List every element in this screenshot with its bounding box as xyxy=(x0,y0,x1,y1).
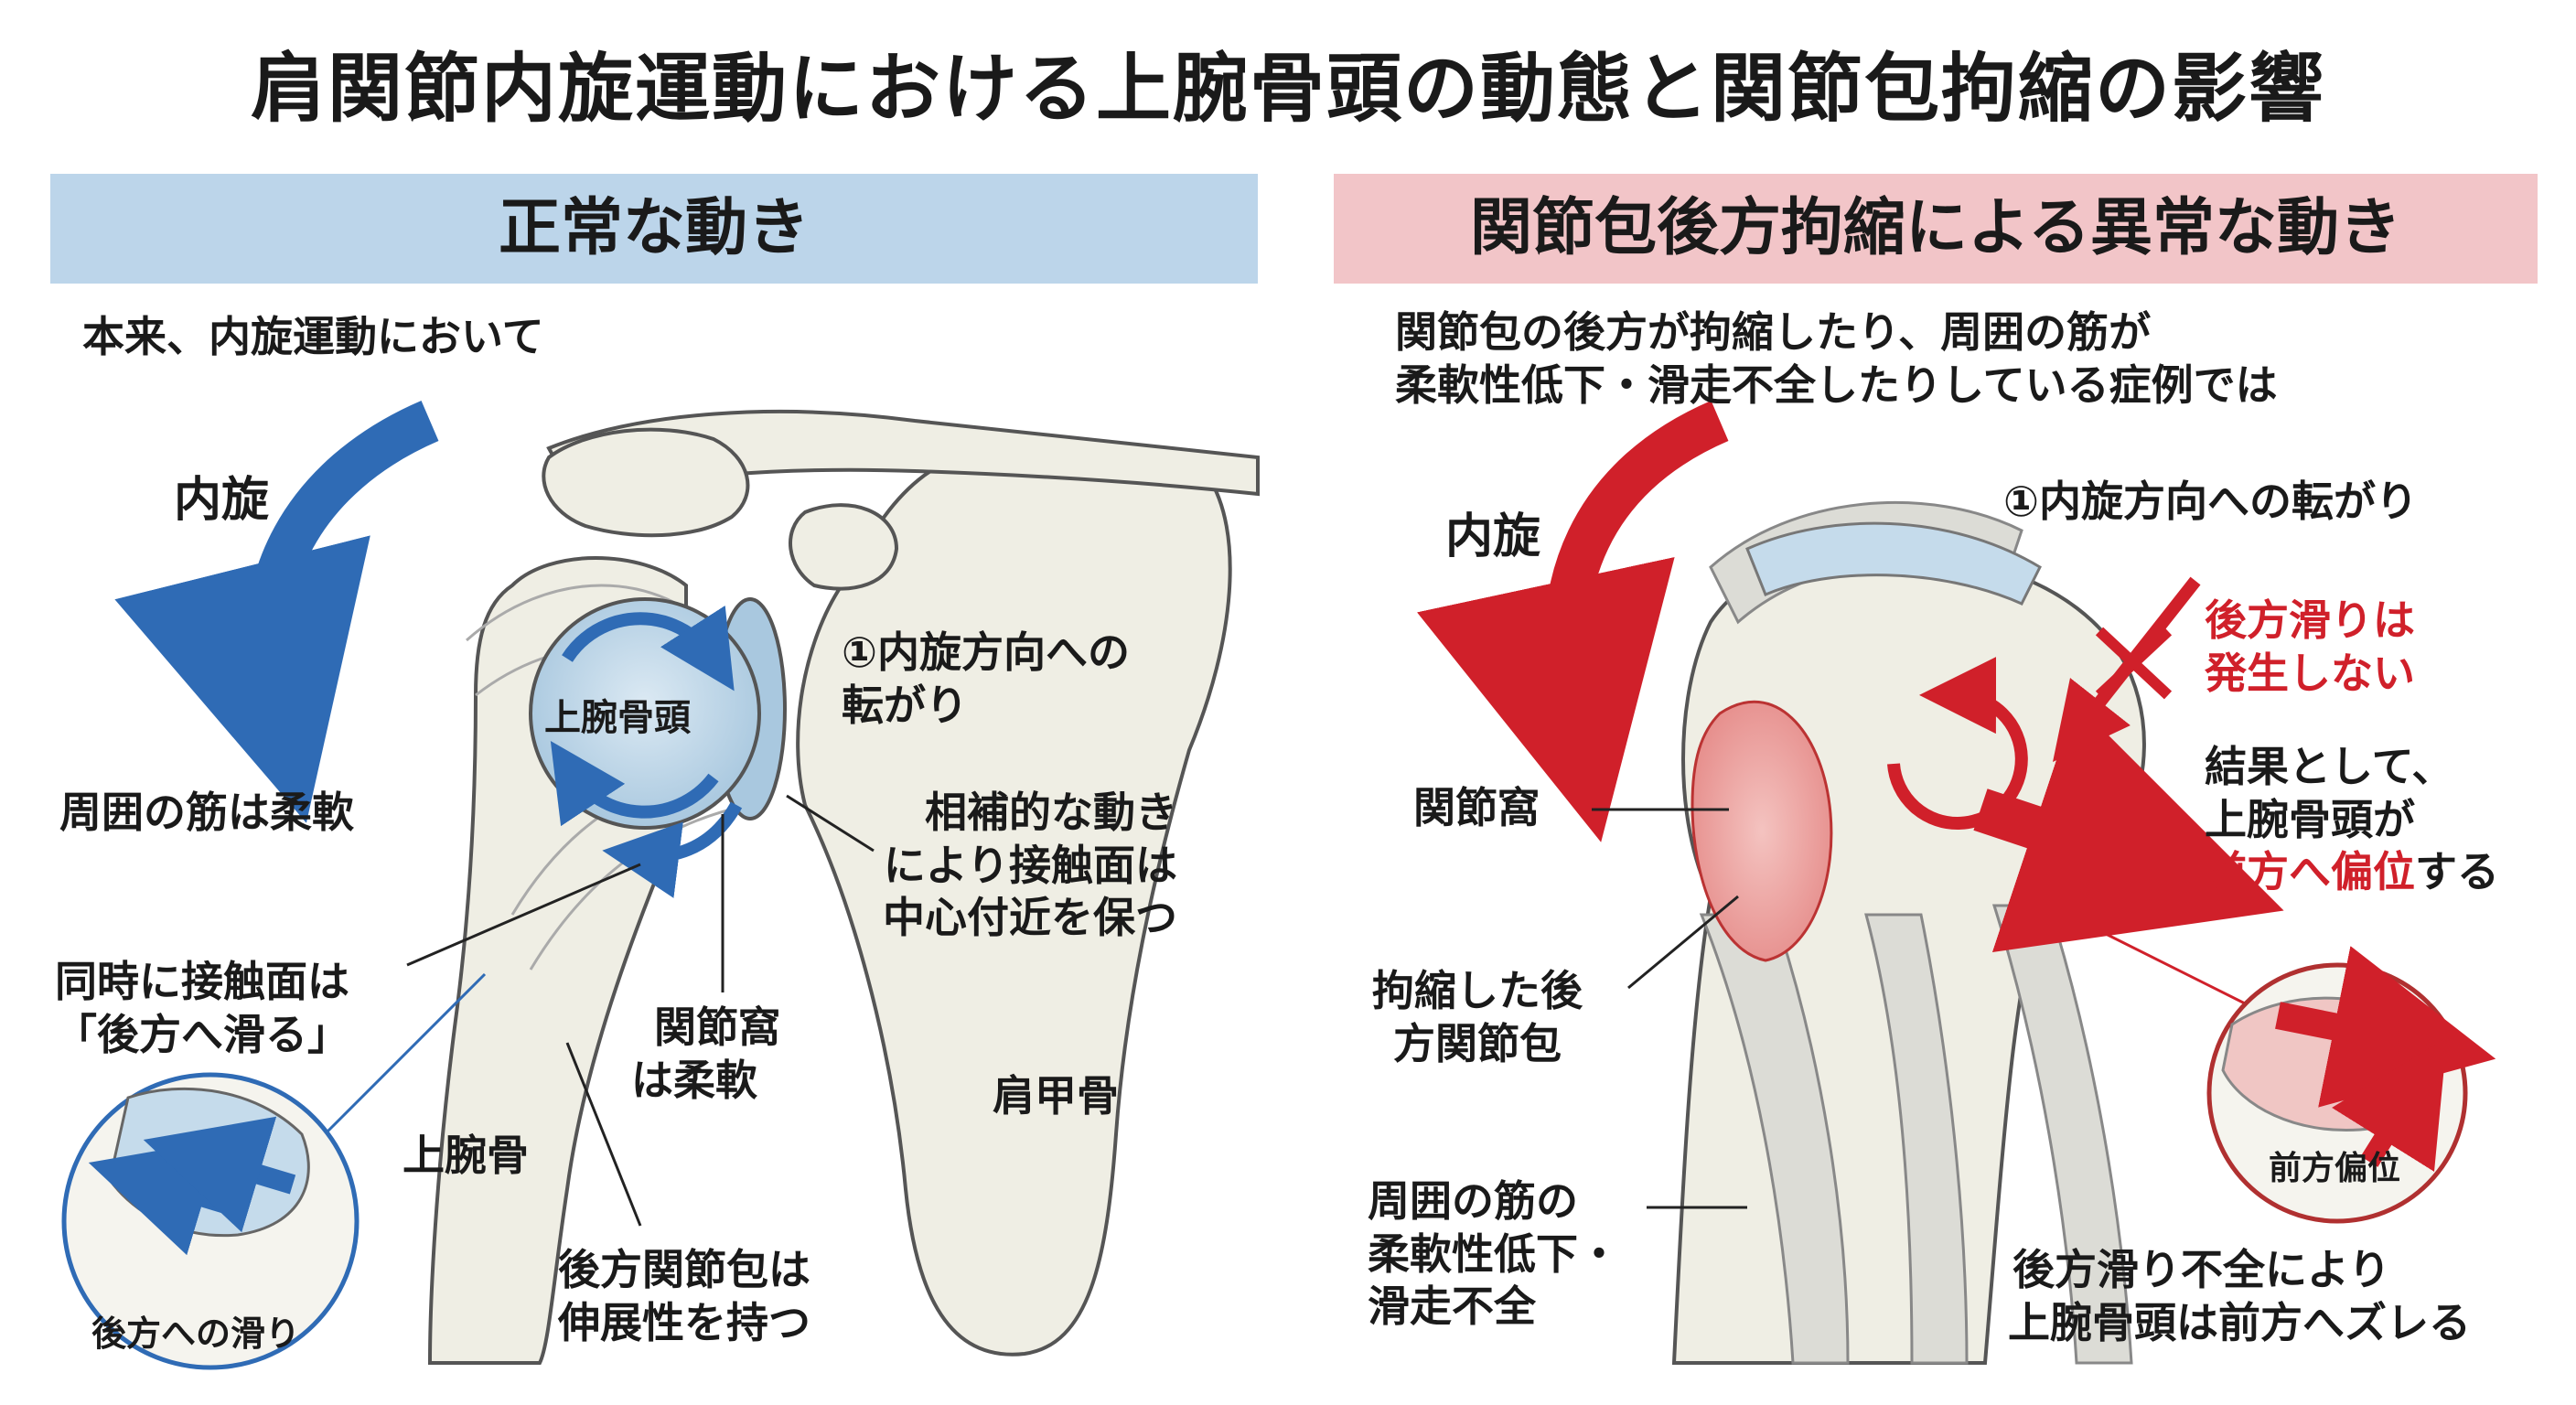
glenoid-line1: 関節窩 xyxy=(654,1003,780,1052)
no-glide-line2: 発生しない xyxy=(2205,648,2415,698)
capsule-line1: 後方関節包は xyxy=(558,1245,810,1294)
normal-intro: 本来、内旋運動において xyxy=(82,312,544,361)
no-posterior-glide-label: 後方滑りは 発生しない xyxy=(2205,595,2415,700)
right-internal-rotation-arrow xyxy=(1417,400,1729,842)
humerus-label: 上腕骨 xyxy=(402,1131,529,1180)
abnormal-internal-rotation-label: 内旋 xyxy=(1445,509,1541,564)
normal-internal-rotation-label: 内旋 xyxy=(174,473,270,528)
conclusion-line2: 上腕骨頭は前方へズレる xyxy=(2008,1297,2471,1347)
contracted-capsule-label: 拘縮した後 方関節包 xyxy=(1372,965,1583,1070)
conclusion-line1: 後方滑り不全により xyxy=(2012,1245,2391,1294)
result-line3-rest: する xyxy=(2415,847,2499,896)
complementary-line3: 中心付近を保つ xyxy=(883,893,1177,942)
contracted-line1: 拘縮した後 xyxy=(1372,966,1583,1015)
muscles-line3: 滑走不全 xyxy=(1368,1282,1536,1331)
complementary-line2: により接触面は xyxy=(883,840,1177,890)
right-leader-lines xyxy=(1592,808,2251,1209)
posterior-capsule-label: 後方関節包は 伸展性を持つ xyxy=(558,1244,810,1349)
muscles-line2: 柔軟性低下・ xyxy=(1368,1228,1620,1279)
normal-rolling-line1: ①内旋方向への xyxy=(842,627,1130,677)
normal-banner: 正常な動き xyxy=(50,174,1258,284)
left-internal-rotation-arrow xyxy=(114,400,439,823)
right-muscle-bands xyxy=(1699,500,2133,1365)
left-leader-lines xyxy=(323,794,875,1227)
right-inset-detail xyxy=(2206,946,2496,1224)
abnormal-glenoid-label: 関節窩 xyxy=(1413,783,1540,832)
muscles-line1: 周囲の筋の xyxy=(1368,1176,1578,1226)
scapula-label: 肩甲骨 xyxy=(993,1071,1119,1121)
normal-rolling-label: ①内旋方向への 転がり xyxy=(842,627,1130,732)
contact-line1: 同時に接触面は xyxy=(55,957,349,1006)
result-line3-red: 前方へ偏位 xyxy=(2205,847,2415,896)
complementary-motion-label: 相補的な動き により接触面は 中心付近を保つ xyxy=(883,787,1177,945)
contracted-line2: 方関節包 xyxy=(1393,1018,1562,1068)
humeral-head-label: 上腕骨頭 xyxy=(544,697,691,739)
abnormal-intro: 関節包の後方が拘縮したり、周囲の筋が 柔軟性低下・滑走不全したりしている症例では xyxy=(1395,306,2278,412)
left-scapula-bone xyxy=(542,410,1260,1357)
result-line2: 上腕骨頭が xyxy=(2205,794,2415,844)
abnormal-inset-caption: 前方偏位 xyxy=(2269,1150,2401,1187)
normal-inset-caption: 後方への滑り xyxy=(91,1314,301,1354)
left-inset-detail xyxy=(61,1072,360,1370)
normal-rolling-line2: 転がり xyxy=(842,680,968,730)
result-line1: 結果として、 xyxy=(2205,742,2454,791)
no-glide-line1: 後方滑りは xyxy=(2205,595,2415,645)
conclusion-label: 後方滑り不全により 上腕骨頭は前方へズレる xyxy=(2008,1244,2471,1349)
result-line3: 前方へ偏位する xyxy=(2205,846,2499,899)
complementary-line1: 相補的な動き xyxy=(925,788,1177,837)
glenoid-line2: は柔軟 xyxy=(631,1055,757,1105)
right-contracted-capsule xyxy=(1690,701,1833,962)
abnormal-rolling-label: ①内旋方向への転がり xyxy=(2003,477,2418,526)
abnormal-intro-line2: 柔軟性低下・滑走不全したりしている症例では xyxy=(1395,359,2278,410)
normal-glenoid-label: 関節窩 は柔軟 xyxy=(631,1002,780,1107)
left-rotation-arrows xyxy=(550,605,743,898)
contact-glide-label: 同時に接触面は 「後方へ滑る」 xyxy=(55,956,349,1061)
contact-line2: 「後方へ滑る」 xyxy=(55,1009,349,1059)
page-title: 肩関節内旋運動における上腕骨頭の動態と関節包拘縮の影響 xyxy=(250,46,2325,133)
abnormal-intro-line1: 関節包の後方が拘縮したり、周囲の筋が xyxy=(1395,307,2152,357)
right-blocked-glide xyxy=(2053,576,2201,762)
muscle-dysfunction-label: 周囲の筋の 柔軟性低下・ 滑走不全 xyxy=(1368,1175,1620,1334)
right-rotation-arrows xyxy=(1887,657,2284,953)
anterior-shift-result-label: 結果として、 上腕骨頭が 前方へ偏位する xyxy=(2205,741,2499,899)
abnormal-banner: 関節包後方拘縮による異常な動き xyxy=(1334,174,2538,284)
capsule-line2: 伸展性を持つ xyxy=(558,1297,810,1347)
normal-muscles-flexible: 周囲の筋は柔軟 xyxy=(59,788,354,837)
right-glenoid-cap xyxy=(1745,521,2042,606)
